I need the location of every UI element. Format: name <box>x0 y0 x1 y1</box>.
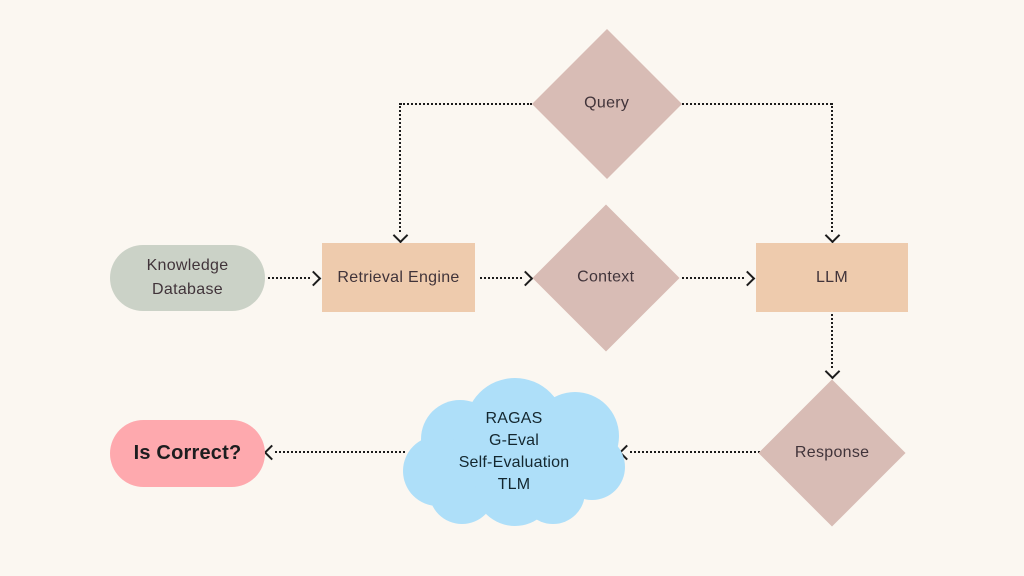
connector-kdb-to-retrieval <box>268 277 310 279</box>
evaluator-ragas: RAGAS <box>485 410 543 427</box>
arrowhead-into-response-top <box>824 363 841 380</box>
connector-llm-to-response <box>831 314 833 368</box>
node-response: Response <box>758 379 906 527</box>
node-is-correct: Is Correct? <box>110 420 265 487</box>
node-response-label: Response <box>794 443 870 461</box>
node-evaluators-cloud: RAGAS G-Eval Self-Evaluation TLM <box>403 378 625 526</box>
connector-query-to-retrieval-horizontal <box>400 103 532 105</box>
node-context: Context <box>532 204 680 352</box>
connector-query-to-llm-horizontal <box>682 103 832 105</box>
node-retrieval-engine-label: Retrieval Engine <box>337 268 460 286</box>
connector-context-to-llm <box>682 277 744 279</box>
cloud-puff <box>521 460 585 524</box>
evaluator-self-evaluation: Self-Evaluation <box>458 454 570 471</box>
node-context-label: Context <box>577 269 635 286</box>
connector-query-to-llm-vertical <box>831 103 833 232</box>
node-query: Query <box>532 29 682 179</box>
evaluators-list: RAGAS G-Eval Self-Evaluation TLM <box>403 378 625 526</box>
arrowhead-into-iscorrect-right <box>263 444 280 461</box>
node-knowledge-database-label: Knowledge Database <box>146 257 229 298</box>
arrowhead-into-context-left <box>517 270 534 287</box>
arrowhead-into-llm-top <box>824 227 841 244</box>
evaluator-tlm: TLM <box>497 476 531 493</box>
connector-retrieval-to-context <box>480 277 522 279</box>
connector-cloud-to-iscorrect <box>275 451 405 453</box>
connector-query-to-retrieval-vertical <box>399 103 401 232</box>
node-is-correct-label: Is Correct? <box>133 442 242 464</box>
connector-response-to-cloud <box>630 451 760 453</box>
arrowhead-into-retrieval-top <box>392 227 409 244</box>
node-retrieval-engine: Retrieval Engine <box>322 243 475 312</box>
arrowhead-into-llm-left <box>739 270 756 287</box>
node-knowledge-database: Knowledge Database <box>110 245 265 311</box>
node-llm: LLM <box>756 243 908 312</box>
arrowhead-into-retrieval-left <box>305 270 322 287</box>
node-llm-label: LLM <box>815 268 849 286</box>
evaluator-geval: G-Eval <box>488 432 540 449</box>
node-query-label: Query <box>584 94 630 112</box>
